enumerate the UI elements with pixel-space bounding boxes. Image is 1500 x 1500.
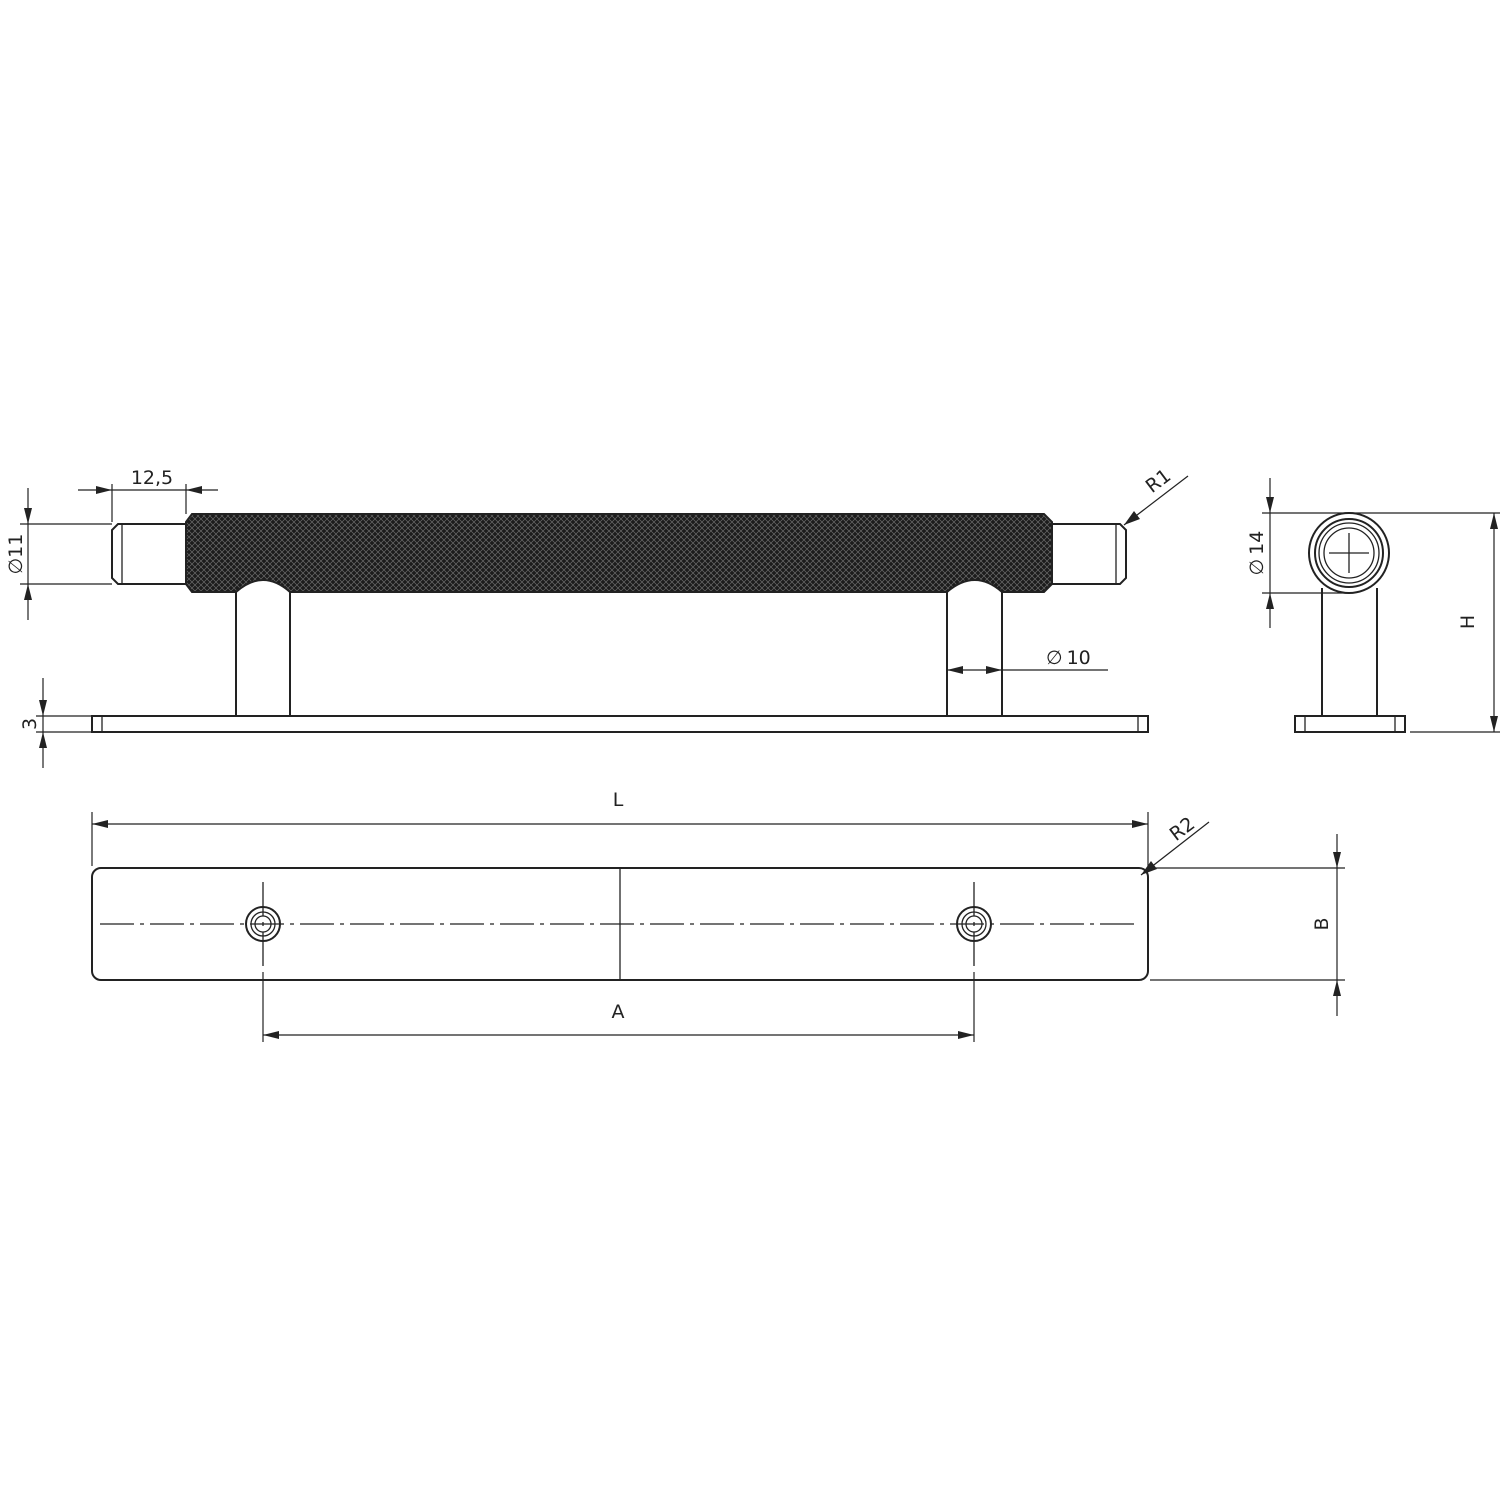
dim-plate-radius: R2 [1140,813,1210,876]
dim-end-length: 12,5 [78,467,218,522]
left-end-cap [111,523,186,585]
right-end-cap [1052,523,1127,585]
dim-bar-radius-label: R1 [1142,465,1175,498]
dim-hole-spacing: A [262,972,975,1042]
dim-bar-diameter-label: 14 [1246,531,1268,555]
dim-hole-spacing-label: A [612,1001,625,1023]
dim-end-diameter-label: 11 [5,534,27,558]
dim-plate-radius-label: R2 [1166,813,1199,846]
svg-text:∅14: ∅ 14 [1246,531,1268,576]
dim-height-label: H [1457,615,1479,629]
left-mounting-hole [245,906,281,942]
dim-bar-diameter: ∅ 14 [1246,478,1349,628]
dim-height: H [1349,512,1500,733]
svg-text:∅11: ∅11 [5,534,27,575]
dim-width-label: B [1311,917,1333,930]
side-view: ∅ 14 H [1246,478,1500,733]
right-mounting-hole [956,906,992,942]
svg-text:∅10: ∅10 [1046,647,1091,669]
diameter-symbol: ∅ [5,558,27,575]
front-view: 12,5 ∅11 R1 [5,465,1189,768]
dim-length-label: L [613,789,624,811]
dim-end-length-label: 12,5 [131,467,173,489]
diameter-symbol: ∅ [1246,559,1268,576]
dim-length: L [91,789,1149,866]
dim-plate-thickness-label: 3 [19,718,41,730]
left-post [235,592,291,716]
dim-bar-radius: R1 [1123,465,1189,526]
top-view: L R2 B A [91,789,1345,1042]
diameter-symbol: ∅ [1046,647,1063,669]
dim-end-diameter: ∅11 [5,488,112,620]
side-base [1294,715,1406,733]
knurled-bar [185,513,1053,593]
dim-post-diameter: ∅10 [947,647,1108,674]
dim-plate-thickness: 3 [19,678,92,768]
base-plate [91,715,1149,733]
right-post [946,592,1003,716]
dim-post-diameter-label: 10 [1067,647,1091,669]
dim-width: B [1150,834,1345,1016]
